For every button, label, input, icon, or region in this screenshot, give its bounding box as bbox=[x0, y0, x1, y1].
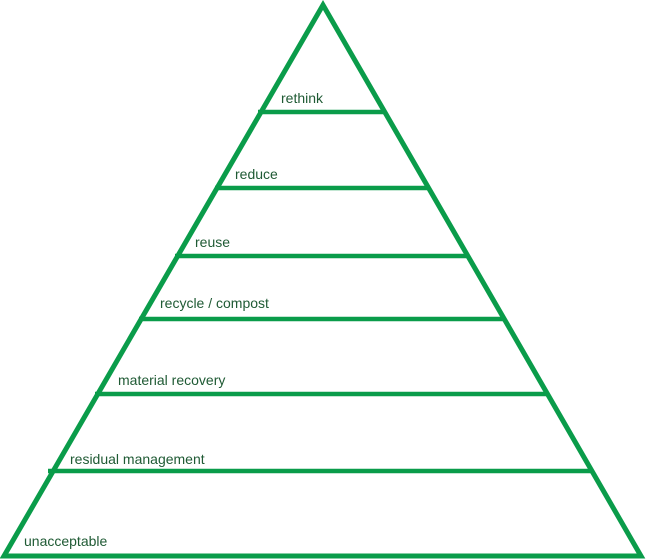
tier-label-residual-management: residual management bbox=[70, 451, 205, 467]
tier-label-rethink: rethink bbox=[281, 90, 324, 106]
tier-label-material-recovery: material recovery bbox=[118, 372, 225, 388]
tier-label-reduce: reduce bbox=[235, 166, 278, 182]
tier-label-recycle-compost: recycle / compost bbox=[160, 295, 269, 311]
tier-label-reuse: reuse bbox=[195, 234, 230, 250]
tier-label-unacceptable: unacceptable bbox=[24, 533, 108, 549]
